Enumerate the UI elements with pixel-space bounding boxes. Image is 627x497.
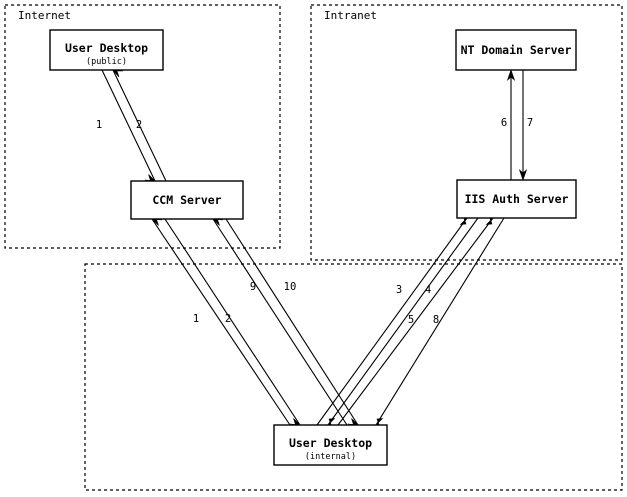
step-label-2-public: 2 (136, 119, 142, 131)
step-label-3: 3 (396, 284, 402, 296)
node-user-desktop-internal[interactable]: User Desktop (internal) (273, 424, 388, 466)
node-user-desktop-public[interactable]: User Desktop (public) (49, 29, 164, 71)
flow-pair-public-ccm (101, 69, 167, 182)
node-iis-auth-server[interactable]: IIS Auth Server (456, 179, 577, 219)
zone-internal-lan-border (84, 263, 623, 491)
flow-line-10 (225, 218, 359, 426)
zone-group (4, 4, 623, 491)
node-box-nt-domain-server[interactable] (455, 29, 577, 71)
step-label-4: 4 (425, 284, 431, 296)
node-box-ccm-server[interactable] (130, 180, 244, 220)
step-label-7: 7 (527, 117, 533, 129)
flow-line-5 (337, 217, 494, 426)
node-label-user-desktop-public: User Desktop (65, 41, 148, 55)
flow-pair-ccm-internal-9-10 (212, 218, 359, 426)
flow-line-1-public (101, 69, 156, 182)
step-label-1-public: 1 (96, 119, 102, 131)
step-label-5: 5 (408, 314, 414, 326)
flow-pair-iis-nt-6-7 (506, 69, 528, 181)
arrow-head-3 (459, 217, 468, 225)
step-label-1-internal: 1 (193, 313, 199, 325)
arrow-head-6 (506, 69, 516, 81)
step-label-8: 8 (433, 314, 439, 326)
flow-line-3 (316, 217, 468, 426)
zone-label-intranet: Intranet (324, 9, 377, 22)
step-label-9: 9 (250, 281, 256, 293)
arrow-head-4 (327, 418, 336, 426)
node-nt-domain-server[interactable]: NT Domain Server (455, 29, 577, 71)
flow-pair-internal-iis-3-4 (316, 217, 479, 426)
node-label-nt-domain-server: NT Domain Server (461, 43, 572, 57)
step-label-2-internal: 2 (225, 313, 231, 325)
step-label-6: 6 (501, 117, 507, 129)
flow-line-4 (327, 217, 479, 426)
node-box-user-desktop-internal[interactable] (273, 424, 388, 466)
flow-pair-internal-iis-5-8 (337, 217, 505, 426)
flow-line-9 (212, 218, 348, 426)
node-sublabel-user-desktop-public: (public) (86, 57, 127, 67)
node-sublabel-user-desktop-internal: (internal) (305, 452, 356, 462)
node-ccm-server[interactable]: CCM Server (130, 180, 244, 220)
node-box-iis-auth-server[interactable] (456, 179, 577, 219)
arrow-head-5 (485, 217, 494, 225)
flow-line-8 (375, 217, 505, 426)
flow-line-2-public (112, 69, 167, 182)
flow-line-1-internal (151, 218, 291, 426)
zone-intranet-border (310, 4, 623, 261)
zone-label-internet: Internet (18, 9, 71, 22)
step-label-group: 1 2 1 2 3 4 5 6 7 8 9 10 (96, 117, 533, 326)
node-label-user-desktop-internal: User Desktop (289, 436, 372, 450)
flow-pair-internal-ccm (151, 218, 301, 426)
arrow-head-8 (375, 418, 384, 426)
zone-internet-border (4, 4, 281, 249)
node-box-user-desktop-public[interactable] (49, 29, 164, 71)
flow-line-2-internal (164, 218, 301, 426)
node-label-iis-auth-server: IIS Auth Server (465, 192, 569, 206)
step-label-10: 10 (284, 281, 297, 293)
arrow-head-7 (518, 169, 528, 181)
node-label-ccm-server: CCM Server (152, 193, 221, 207)
arrow-head-1-internal (151, 218, 163, 226)
